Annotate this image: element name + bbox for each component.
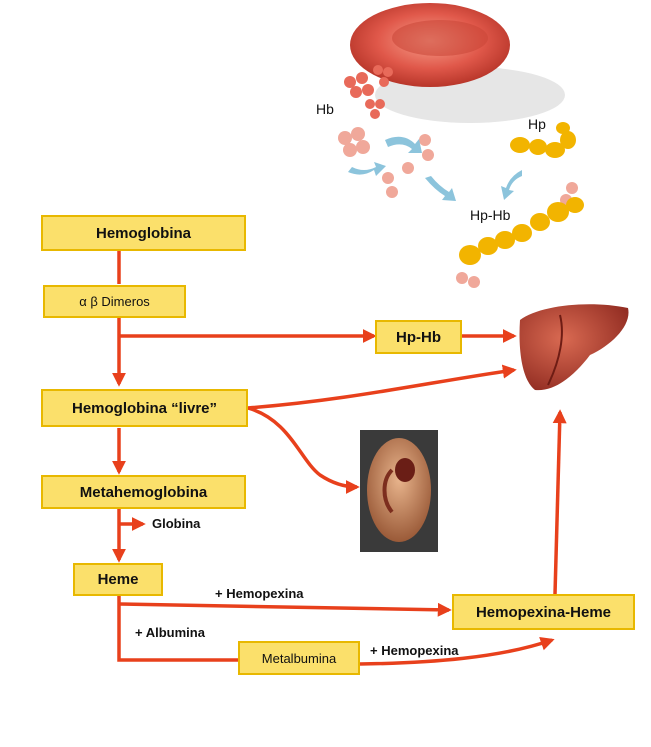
metalbumina-box: Metalbumina (238, 641, 360, 675)
hemoglobina-box: Hemoglobina (41, 215, 246, 251)
liver-icon (520, 304, 629, 390)
hemoglobina-livre-box: Hemoglobina “livre” (41, 389, 248, 427)
hp-label: Hp (528, 116, 546, 132)
hb-label: Hb (316, 101, 334, 117)
hemopexina-top-label: + Hemopexina (215, 586, 304, 601)
kidney-icon (360, 430, 438, 552)
globina-label: Globina (152, 516, 200, 531)
heme-box: Heme (73, 563, 163, 596)
hp-hb-box: Hp-Hb (375, 320, 462, 354)
albumina-label: + Albumina (135, 625, 205, 640)
hemopexina-heme-box: Hemopexina-Heme (452, 594, 635, 630)
haptoglobin-icon (459, 122, 584, 265)
dimeros-box: α β Dimeros (43, 285, 186, 318)
hemopexina-bottom-label: + Hemopexina (370, 643, 459, 658)
metahemoglobina-box: Metahemoglobina (41, 475, 246, 509)
flow-arrows-icon (348, 137, 522, 201)
hp-hb-illustration-label: Hp-Hb (470, 207, 510, 223)
